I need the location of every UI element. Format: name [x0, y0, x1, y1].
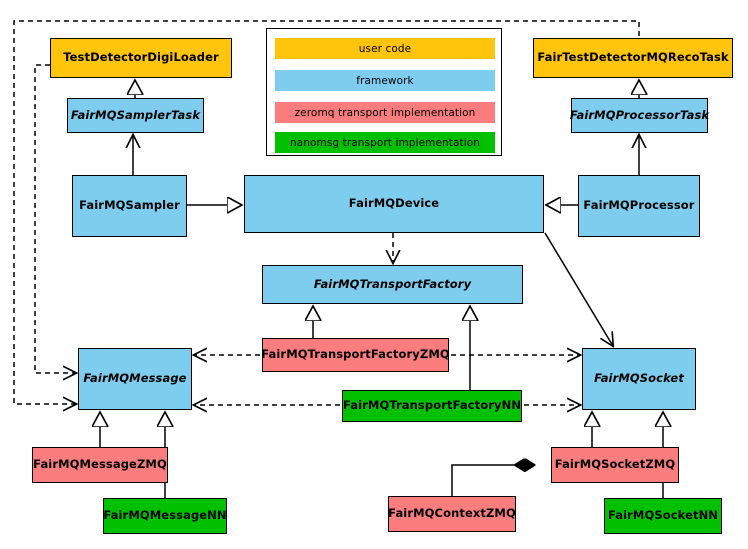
class-node-label: FairMQDevice	[348, 196, 440, 211]
class-node-label: FairMQTransportFactory	[313, 276, 472, 291]
class-node-fairmqsocket[interactable]: FairMQSocket	[582, 348, 696, 410]
edge-contextzmq-to-socketzmq	[451, 465, 534, 496]
legend-item-label: nanomsg transport implementation	[289, 136, 481, 149]
class-node-label: TestDetectorDigiLoader	[63, 50, 219, 65]
class-node-label: FairMQContextZMQ	[388, 506, 516, 521]
legend-item-zeromq: zeromq transport implementation	[275, 102, 495, 123]
class-node-fairmqprocessortask[interactable]: FairMQProcessorTask	[569, 98, 710, 133]
class-node-label: FairMQSamplerTask	[70, 107, 201, 122]
class-node-fairmqprocessor[interactable]: FairMQProcessor	[578, 175, 700, 237]
legend-item-user-code: user code	[275, 38, 495, 59]
class-node-fairmqtransportfactory[interactable]: FairMQTransportFactory	[262, 265, 523, 304]
legend-item-label: zeromq transport implementation	[294, 106, 476, 119]
class-node-label: FairMQTransportFactoryZMQ	[261, 347, 450, 362]
legend-item-label: framework	[356, 74, 414, 87]
class-node-fairmqsampler[interactable]: FairMQSampler	[72, 175, 187, 237]
class-node-fairmqmessagezmq[interactable]: FairMQMessageZMQ	[32, 447, 168, 483]
class-node-label: FairMQProcessor	[583, 198, 695, 213]
class-node-label: FairMQMessage	[83, 371, 187, 386]
class-node-fairtestdetectormqrecotask[interactable]: FairTestDetectorMQRecoTask	[533, 38, 733, 78]
class-node-fairmqsamplertask[interactable]: FairMQSamplerTask	[67, 98, 204, 133]
class-node-fairmqcontextzmq[interactable]: FairMQContextZMQ	[388, 496, 516, 532]
class-node-testdetectordigiloader[interactable]: TestDetectorDigiLoader	[50, 38, 232, 78]
class-node-label: FairMQProcessorTask	[569, 107, 710, 122]
legend: user code framework zeromq transport imp…	[266, 28, 502, 156]
class-node-label: FairMQSocketZMQ	[554, 457, 676, 472]
class-node-label: FairMQMessageNN	[103, 508, 227, 523]
class-node-label: FairMQMessageZMQ	[33, 457, 167, 472]
class-node-fairmqmessage[interactable]: FairMQMessage	[78, 348, 192, 410]
class-node-fairmqtransportfactoryzmq[interactable]: FairMQTransportFactoryZMQ	[261, 338, 450, 372]
class-node-label: FairTestDetectorMQRecoTask	[537, 50, 729, 65]
class-node-fairmqsocketzmq[interactable]: FairMQSocketZMQ	[551, 447, 679, 483]
class-node-label: FairMQTransportFactoryNN	[342, 398, 522, 413]
class-node-label: FairMQSampler	[79, 198, 180, 213]
class-node-label: FairMQSocketNN	[607, 508, 719, 523]
legend-item-label: user code	[358, 42, 412, 55]
class-node-fairmqsocketnn[interactable]: FairMQSocketNN	[604, 498, 722, 534]
class-node-fairmqdevice[interactable]: FairMQDevice	[244, 175, 544, 233]
edge-device-to-socket	[544, 232, 613, 346]
class-node-label: FairMQSocket	[594, 371, 684, 386]
legend-item-nanomsg: nanomsg transport implementation	[275, 132, 495, 153]
class-node-fairmqmessagenn[interactable]: FairMQMessageNN	[103, 498, 227, 534]
legend-item-framework: framework	[275, 70, 495, 91]
class-node-fairmqtransportfactorynn[interactable]: FairMQTransportFactoryNN	[342, 390, 522, 422]
